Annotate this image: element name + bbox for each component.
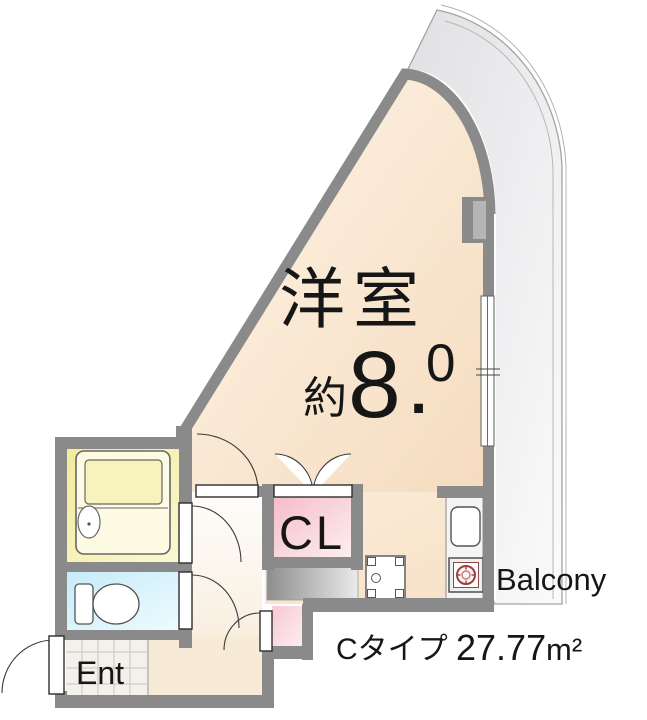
type-label: Cタイプ (336, 633, 448, 666)
main-room-label: 洋室 (279, 262, 427, 336)
size-prefix-label: 約 (303, 374, 347, 423)
bath-toilet-divider-wall (67, 562, 179, 572)
size-dot-label: . (410, 358, 427, 427)
bathroom-door (178, 502, 242, 564)
corridor-right-wall (262, 646, 274, 708)
size-dec-label: 0 (426, 334, 455, 393)
washing-machine-pan-icon (365, 555, 406, 600)
toilet-icon (74, 583, 140, 625)
hall-door (223, 610, 273, 652)
closet-double-door (273, 453, 353, 498)
entrance-hall-floor (148, 636, 262, 696)
caption: Cタイプ 27.77 m² (336, 627, 582, 668)
counter-icon (266, 566, 359, 601)
closet-floor (273, 497, 353, 559)
window-icon (476, 295, 500, 447)
entrance-tile (66, 636, 149, 696)
size-int-label: 8 (348, 332, 401, 438)
entrance-door (1, 635, 65, 695)
closet-left-wall (262, 484, 274, 570)
stove-icon (448, 557, 484, 593)
doors (1, 433, 353, 695)
closet-bottom-wall (262, 557, 363, 568)
closet-right-wall (351, 484, 363, 570)
main-room-door (195, 433, 259, 498)
entrance-label: Ent (76, 655, 124, 691)
kitchen-top-wall (437, 486, 494, 498)
closet-label: CL (279, 506, 345, 559)
balcony-label: Balcony (496, 562, 607, 597)
pillar-inner (473, 201, 486, 239)
toilet-bottom-wall (55, 630, 192, 640)
walls (55, 68, 496, 708)
toilet-door (178, 571, 240, 630)
sink-icon (450, 506, 481, 547)
bath-top-wall (55, 437, 192, 449)
bathtub-icon (75, 450, 171, 555)
small-closet-floor (272, 606, 303, 648)
right-wall-lower (483, 445, 494, 605)
kitchen-bottom-wall (303, 598, 494, 612)
area-value: 27.77 (456, 627, 546, 668)
kitchen-counter (445, 492, 484, 604)
small-closet-bottom-wall (262, 646, 313, 659)
balcony-inner-line (444, 20, 554, 599)
area-unit: m² (546, 632, 582, 667)
left-wall-upper (55, 437, 67, 637)
right-wall-upper (483, 205, 494, 300)
bottom-wall (55, 695, 274, 708)
balcony-outer-rail (440, 4, 567, 604)
main-room-floor (184, 73, 489, 497)
diagonal-and-curved-wall (176, 68, 496, 439)
small-closet-right-wall (302, 604, 313, 660)
